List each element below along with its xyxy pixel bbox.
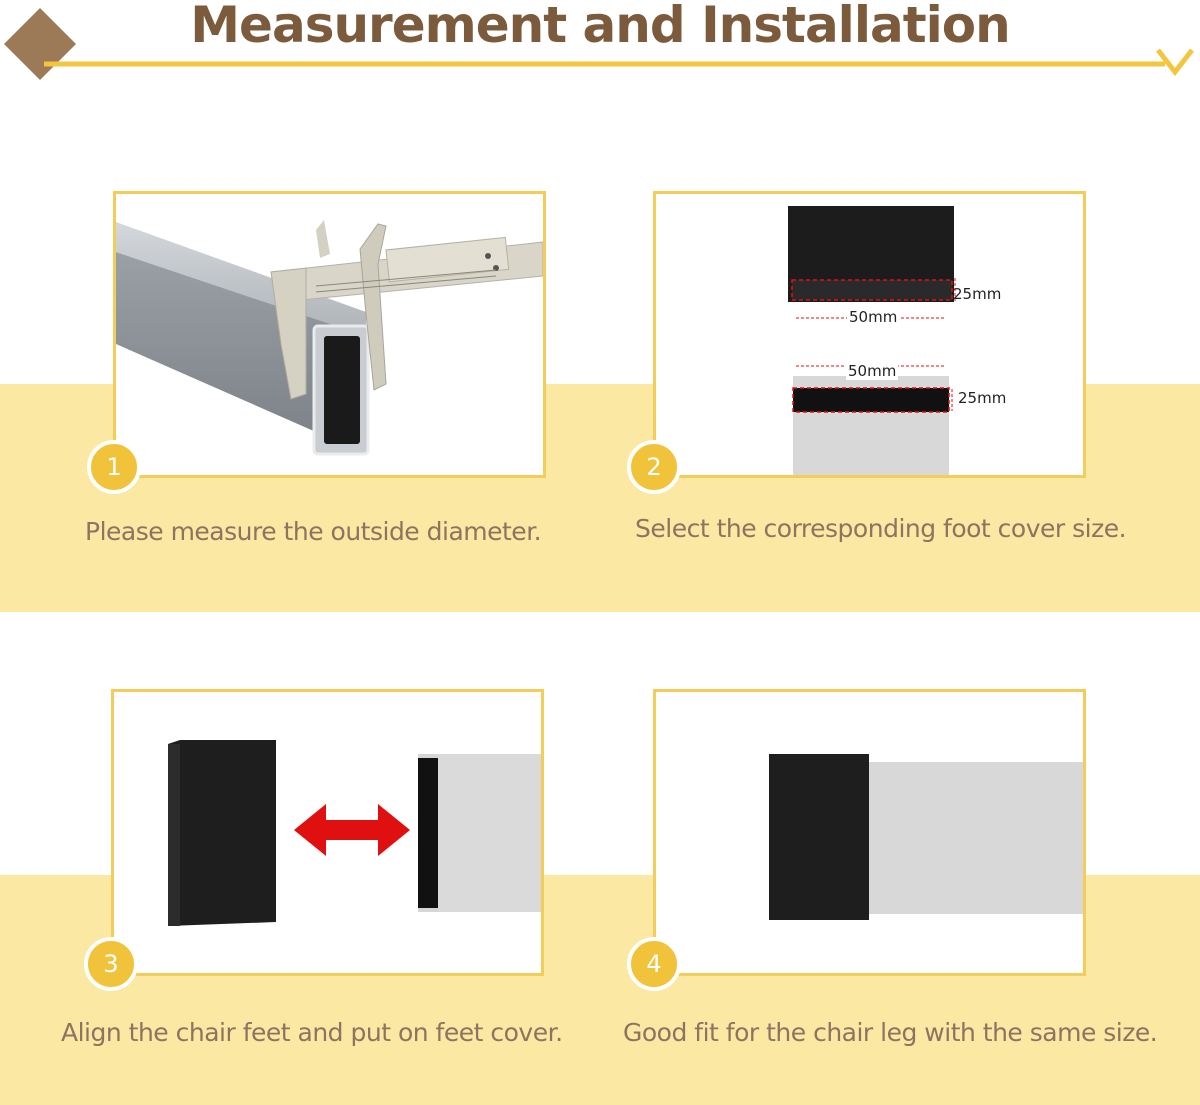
step-2-caption: Select the corresponding foot cover size… <box>635 514 1127 543</box>
size-diagram <box>788 206 956 475</box>
step-1-caption: Please measure the outside diameter. <box>85 517 542 546</box>
page-title: Measurement and Installation <box>190 0 1010 54</box>
step-1-badge: 1 <box>87 440 141 494</box>
step-4-image <box>653 689 1086 976</box>
step-2-image: 25mm 50mm 50mm 25mm <box>653 191 1086 478</box>
installed-foot-illustration <box>769 754 1083 920</box>
align-feet-illustration <box>168 740 541 926</box>
step-3-caption: Align the chair feet and put on feet cov… <box>61 1018 563 1047</box>
step-1-image <box>113 191 546 478</box>
chevron-down-icon <box>1156 48 1194 77</box>
step-3-image <box>111 689 544 976</box>
caliper-measure-illustration <box>116 220 543 456</box>
cap-width-label: 50mm <box>847 308 900 326</box>
tube-height-label: 25mm <box>958 389 1007 407</box>
step-4-caption: Good fit for the chair leg with the same… <box>623 1018 1158 1047</box>
tube-width-label: 50mm <box>846 362 899 380</box>
double-arrow-icon <box>294 804 410 856</box>
header-decoration <box>4 8 1194 80</box>
cap-height-label: 25mm <box>953 285 1002 303</box>
step-4-badge: 4 <box>627 937 681 991</box>
step-3-badge: 3 <box>84 937 138 991</box>
step-2-badge: 2 <box>627 440 681 494</box>
